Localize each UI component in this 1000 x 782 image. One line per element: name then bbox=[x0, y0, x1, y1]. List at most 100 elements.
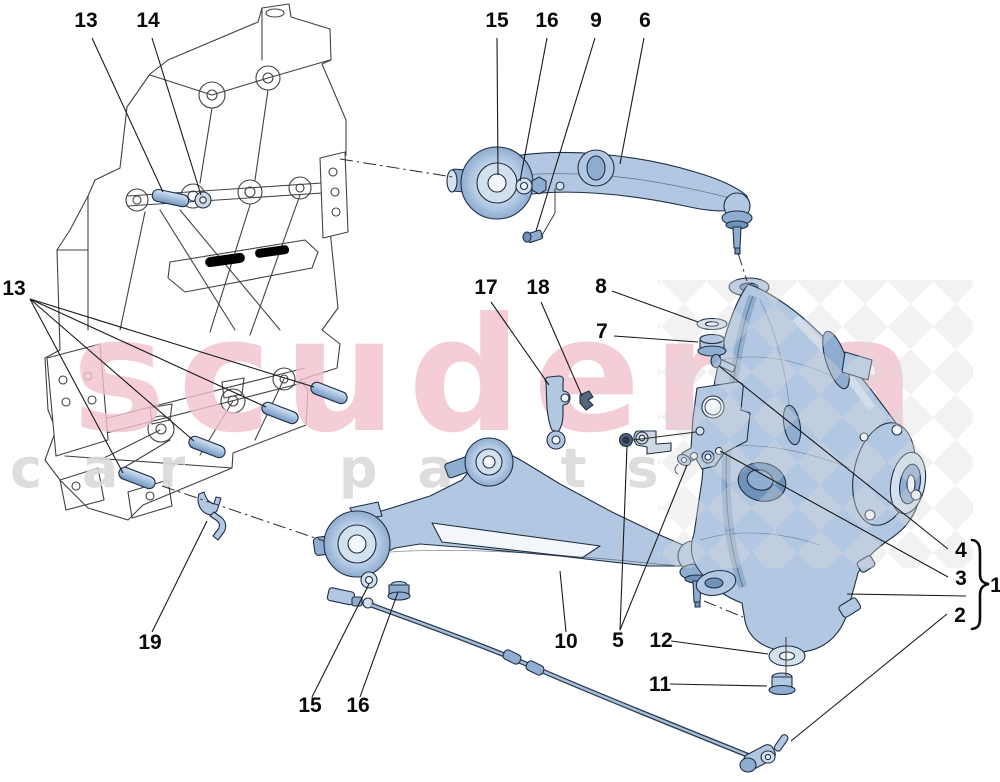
lower-ball-joint-tip bbox=[694, 601, 701, 608]
axis-line bbox=[339, 158, 454, 178]
nut-item-11-flange bbox=[768, 684, 796, 696]
callout-2: 2 bbox=[954, 604, 966, 627]
mounting-pin bbox=[118, 466, 156, 490]
nut-item-16-lower-flange bbox=[387, 591, 411, 601]
leader-line bbox=[613, 335, 699, 343]
fork-clip-prongs bbox=[197, 491, 222, 516]
nut-item-5-bore bbox=[622, 436, 630, 444]
callout-16: 16 bbox=[346, 694, 369, 717]
callout-8: 8 bbox=[595, 275, 607, 298]
leader-line bbox=[490, 301, 550, 386]
callout-11: 11 bbox=[649, 673, 672, 696]
callout-15: 15 bbox=[298, 694, 322, 717]
washer-item-12-hole bbox=[778, 651, 796, 661]
sensor-boss bbox=[739, 757, 757, 773]
callout-1: 1 bbox=[990, 574, 1000, 597]
callout-12: 12 bbox=[649, 629, 672, 652]
lower-arm-front-bushing-bore bbox=[347, 534, 367, 554]
upper-control-arm bbox=[446, 146, 753, 255]
bracket-item-17-eye-hole bbox=[551, 435, 561, 445]
upper-arm-hole bbox=[555, 181, 565, 191]
cable-grommet bbox=[502, 649, 522, 665]
abs-sensor-cable bbox=[370, 602, 789, 773]
sensor-fitting-ring bbox=[362, 597, 374, 609]
callout-15: 15 bbox=[485, 9, 509, 32]
leader-line bbox=[496, 37, 499, 176]
leader-line bbox=[151, 520, 208, 633]
leader-line bbox=[91, 37, 164, 193]
callout-13: 13 bbox=[74, 9, 97, 32]
watermark-subtitle: car parts bbox=[10, 437, 699, 500]
leader-line bbox=[540, 301, 583, 397]
abs-sensor-head bbox=[739, 734, 789, 773]
axis-line bbox=[703, 600, 744, 618]
sensor-fitting bbox=[326, 587, 355, 606]
leader-line bbox=[29, 298, 267, 408]
upper-arm-rear-bushing-inner bbox=[586, 155, 606, 181]
leader-line bbox=[535, 37, 596, 232]
assembly-line bbox=[632, 431, 697, 441]
callout-6: 6 bbox=[639, 9, 651, 32]
leader-line bbox=[311, 583, 370, 698]
bolt-item-9-head bbox=[522, 231, 532, 243]
mounting-pin bbox=[261, 401, 299, 425]
leader-line bbox=[619, 464, 688, 631]
lower-arm-rear-bushing-bore bbox=[482, 455, 496, 469]
clip-item-18 bbox=[579, 390, 594, 411]
mounting-pin bbox=[151, 188, 190, 208]
sensor-eye-hole bbox=[764, 753, 772, 761]
chassis-subframe bbox=[44, 3, 349, 521]
caliper-lug bbox=[838, 597, 862, 618]
callout-7: 7 bbox=[596, 320, 608, 343]
leader-line bbox=[719, 450, 949, 578]
callout-5: 5 bbox=[612, 629, 624, 652]
bracket-item-17-notch bbox=[560, 393, 570, 403]
assembly-line bbox=[540, 212, 556, 238]
knuckle-steering-boss-bore bbox=[704, 577, 724, 589]
leader-line bbox=[790, 613, 948, 742]
washer-item-15-upper-hole bbox=[519, 181, 529, 191]
leader-line bbox=[151, 37, 202, 196]
fork-clip-stem bbox=[209, 511, 227, 541]
callout-16: 16 bbox=[535, 9, 558, 32]
upper-arm-stub-end bbox=[446, 169, 458, 193]
leader-lines bbox=[29, 37, 967, 742]
sensor-blade bbox=[773, 734, 789, 752]
leader-line bbox=[29, 298, 315, 388]
leader-line bbox=[619, 37, 645, 165]
callout-19: 19 bbox=[138, 631, 161, 654]
callout-18: 18 bbox=[526, 276, 550, 299]
axis-line bbox=[161, 485, 325, 542]
leader-line bbox=[559, 570, 567, 633]
upper-ball-joint-tip bbox=[734, 247, 741, 255]
fork-clip-item-19 bbox=[197, 491, 227, 541]
washer-item-14-hole bbox=[199, 196, 207, 204]
leader-line bbox=[29, 298, 195, 442]
leader-line bbox=[669, 683, 768, 687]
leader-line bbox=[519, 37, 548, 182]
callout-10: 10 bbox=[554, 630, 577, 653]
washer-item-15-lower-hole bbox=[364, 575, 374, 585]
lower-arm-opening bbox=[431, 522, 601, 559]
assembly-lines bbox=[540, 188, 787, 676]
upper-arm-front-bushing-bore bbox=[487, 173, 507, 193]
leader-line bbox=[619, 445, 628, 631]
upper-ball-joint-stud bbox=[732, 226, 742, 249]
nut-item-16-upper bbox=[531, 176, 547, 195]
callout-17: 17 bbox=[474, 276, 497, 299]
leader-line bbox=[846, 593, 967, 597]
leader-line bbox=[359, 591, 399, 698]
axis-line bbox=[737, 252, 748, 282]
cable-grommet bbox=[525, 660, 545, 676]
checker-watermark bbox=[658, 280, 973, 568]
mounting-pins bbox=[118, 188, 348, 490]
callout-13: 13 bbox=[2, 277, 25, 300]
callout-14: 14 bbox=[136, 9, 160, 32]
callout-9: 9 bbox=[590, 9, 602, 32]
lower-arm-fasteners bbox=[326, 571, 411, 609]
group-brace bbox=[970, 538, 990, 631]
leader-line bbox=[611, 290, 699, 323]
